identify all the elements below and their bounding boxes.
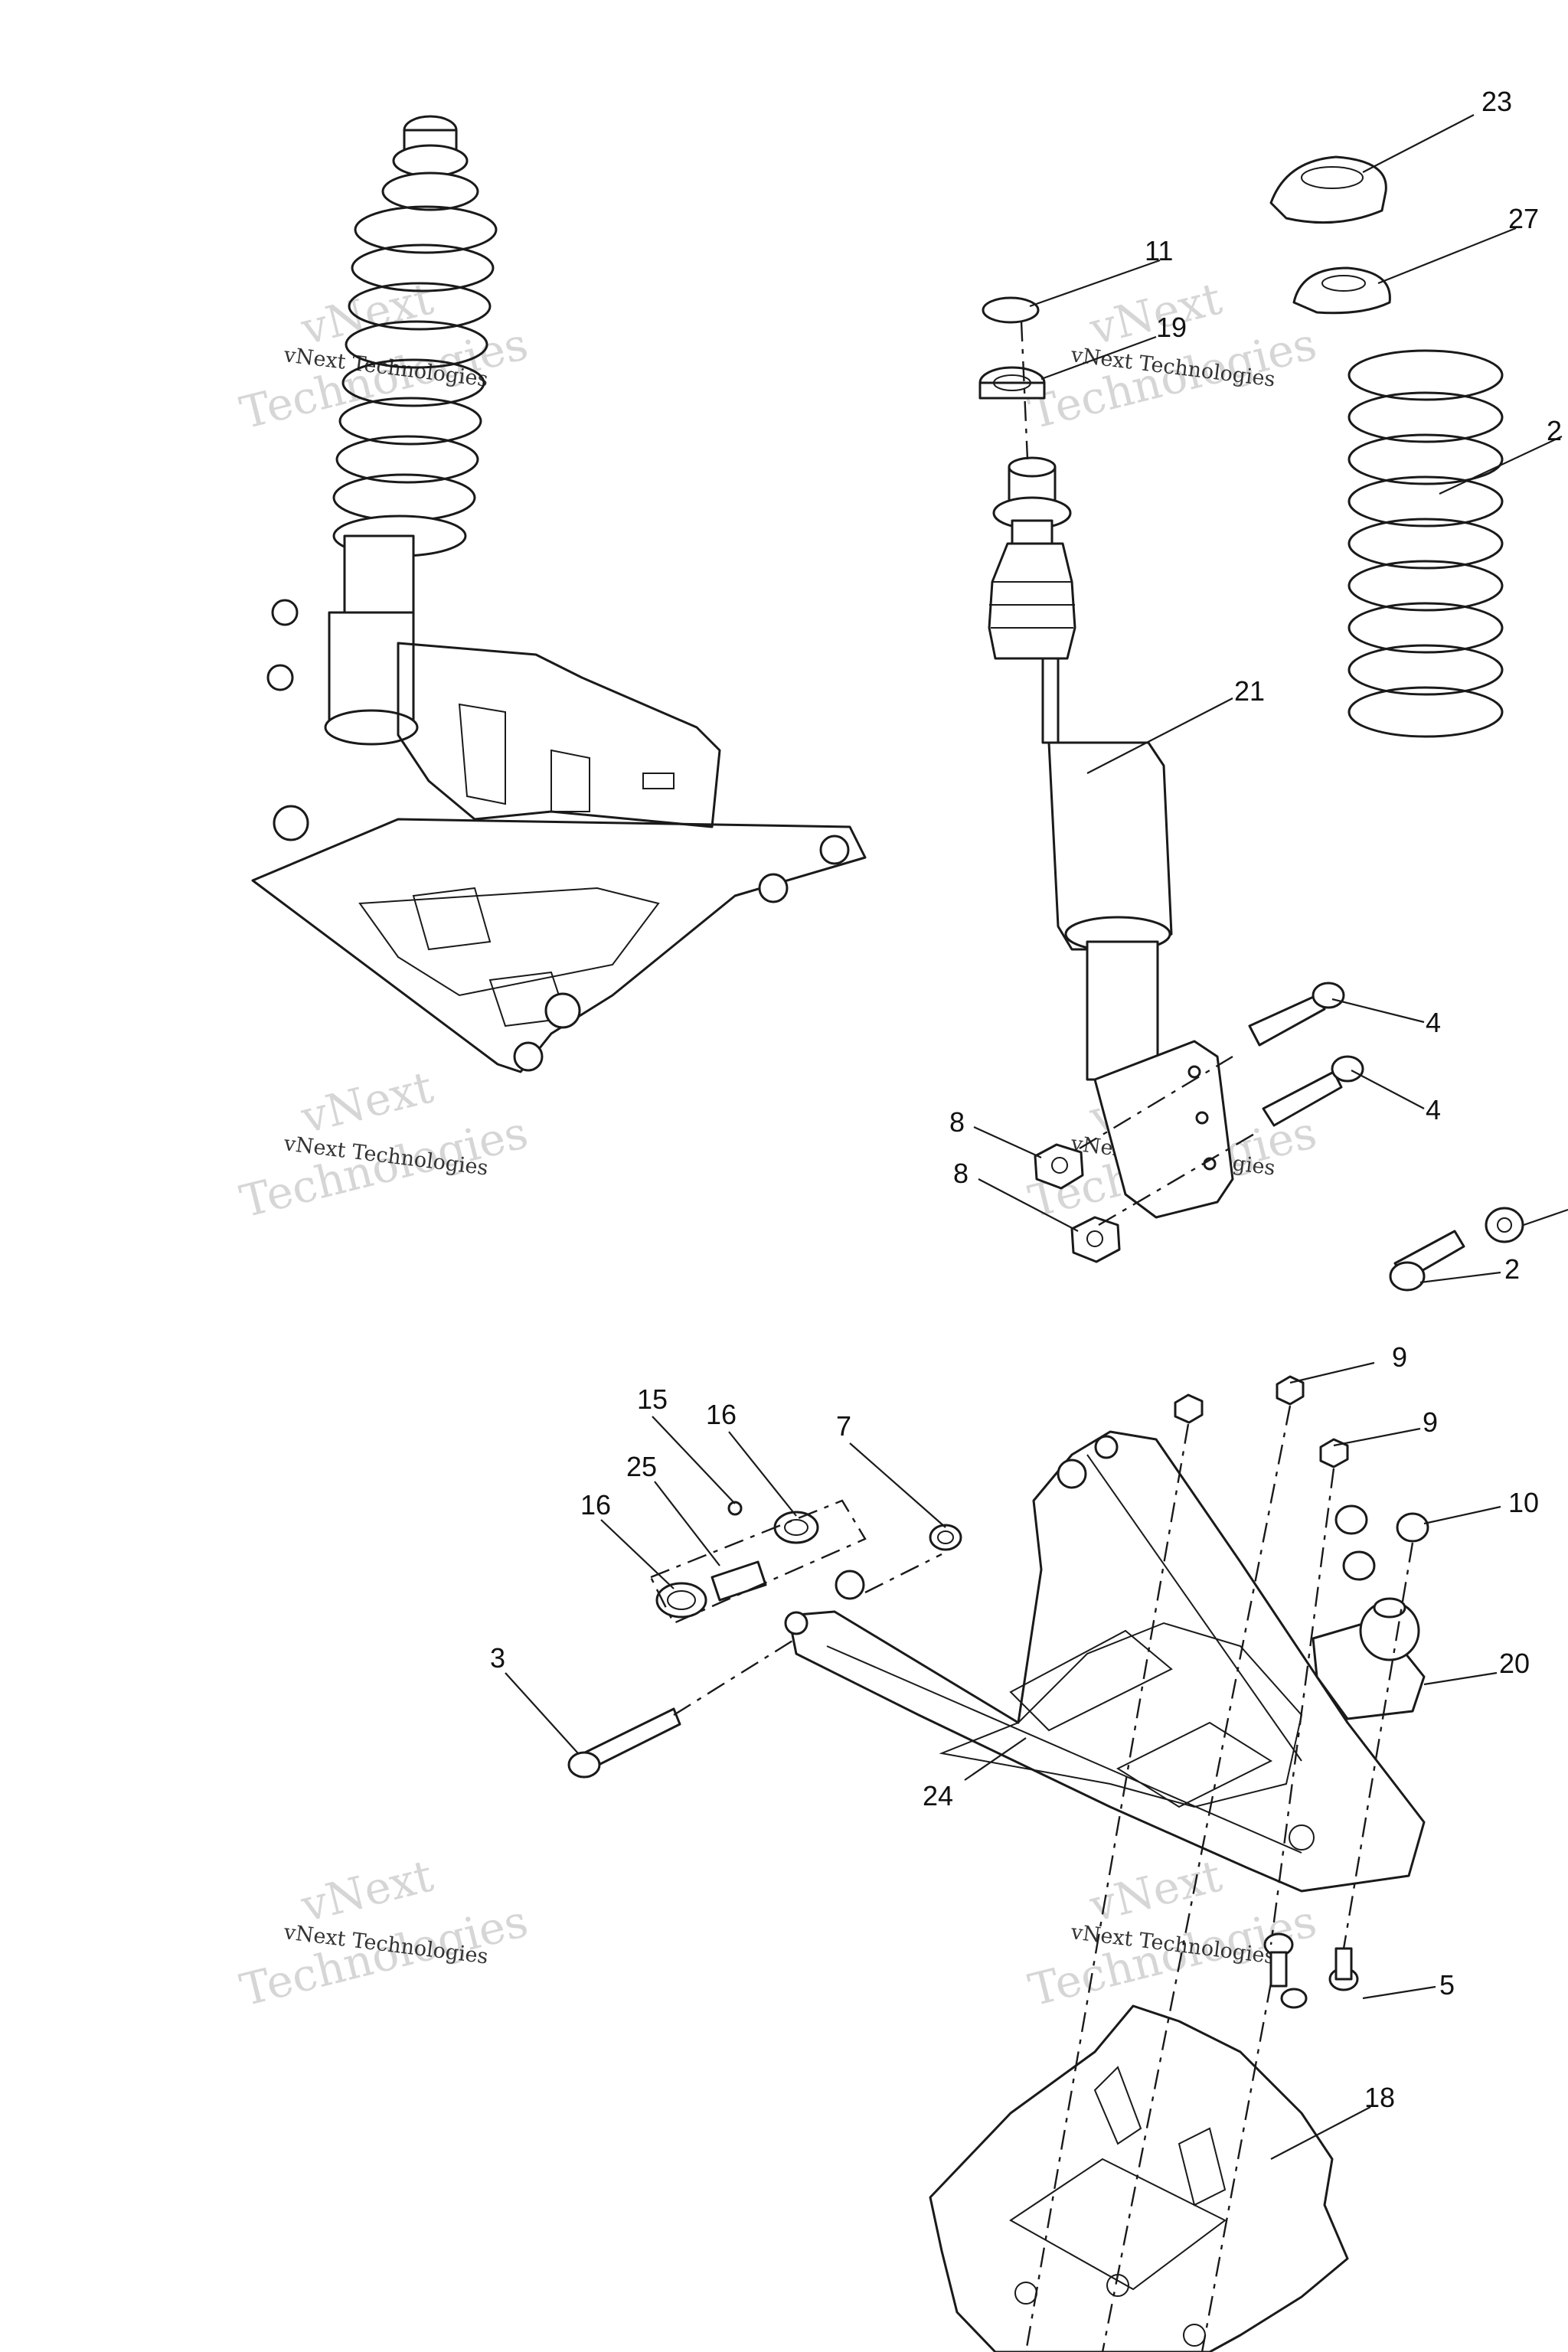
part-20-ball-joint [1312, 1597, 1426, 1720]
callout-19: 19 [1156, 312, 1187, 343]
callout-25: 25 [626, 1451, 657, 1482]
part-3-long-bolt [567, 1707, 681, 1779]
callout-3: 3 [490, 1642, 505, 1674]
part-9-nut-upper [1174, 1393, 1204, 1424]
callout-5: 5 [1439, 1969, 1455, 2001]
part-4-bolt-upper [1248, 982, 1345, 1047]
callout-27: 27 [1508, 203, 1539, 234]
part-27-spring-seat [1292, 266, 1391, 315]
part-9-nut-mid [1276, 1375, 1305, 1406]
callout-21: 21 [1234, 675, 1265, 707]
callout-18: 18 [1364, 2082, 1395, 2113]
callout-7: 7 [836, 1410, 851, 1442]
callout-4-upper: 4 [1426, 1007, 1441, 1038]
part-5-bolts [1263, 1932, 1359, 2009]
part-2-pin [1389, 1230, 1465, 1292]
callout-8-upper: 8 [949, 1106, 965, 1138]
part-9-nut-lower [1319, 1438, 1349, 1468]
callout-8-lower: 8 [953, 1158, 969, 1189]
callout-23: 23 [1481, 86, 1512, 117]
assembly-lines [649, 321, 1414, 2352]
part-19-collar [978, 366, 1046, 400]
part-4-bolt-lower [1262, 1055, 1364, 1127]
part-15-clip [727, 1501, 743, 1516]
part-23-spring-retainer [1269, 155, 1387, 224]
watermark-bottom-left: vNext Technologies vNext Technologies [235, 1850, 533, 2017]
callout-9-upper: 9 [1392, 1341, 1407, 1373]
callout-24: 24 [923, 1780, 953, 1811]
callout-16-lower: 16 [580, 1489, 611, 1521]
leader-lines [505, 114, 1568, 2160]
callout-15: 15 [637, 1383, 668, 1415]
callout-2-pin: 2 [1504, 1253, 1520, 1285]
part-11-snap-ring [982, 296, 1040, 324]
callout-10: 10 [1508, 1487, 1539, 1518]
callout-2-spring: 2 [1547, 415, 1562, 446]
watermark-top-left: vNext Technologies vNext Technologies [235, 273, 533, 439]
part-25-sleeve [710, 1560, 767, 1602]
watermark-bottom-right: vNext Technologies vNext Technologies [1024, 1850, 1321, 2017]
callout-4-lower: 4 [1426, 1094, 1441, 1125]
callout-16-upper: 16 [706, 1399, 737, 1430]
watermark-top-right: vNext Technologies vNext Technologies [1024, 273, 1321, 439]
part-2-coil-spring [1348, 349, 1504, 738]
part-16-bushing-left [655, 1582, 707, 1619]
part-10-flange-nuts [1334, 1504, 1429, 1581]
watermark-mid-left: vNext Technologies vNext Technologies [235, 1061, 533, 1228]
assembled-suspension-view [251, 115, 867, 1073]
part-21-shock-absorber [988, 456, 1234, 1219]
part-8-nut-lower [1070, 1216, 1121, 1263]
part-16-bushing-right [773, 1511, 819, 1544]
callout-11: 11 [1145, 235, 1173, 266]
part-nut-right-edge [1485, 1207, 1524, 1243]
part-18-skid-plate [929, 2004, 1349, 2352]
callout-20: 20 [1499, 1648, 1530, 1679]
part-7-washer [929, 1524, 962, 1551]
callout-labels: 23 27 11 19 2 21 4 4 8 8 2 9 9 10 15 16 … [490, 86, 1562, 2113]
callout-9-lower: 9 [1423, 1406, 1438, 1438]
part-24-a-arm [784, 1430, 1426, 1893]
part-8-nut-upper [1034, 1143, 1084, 1190]
